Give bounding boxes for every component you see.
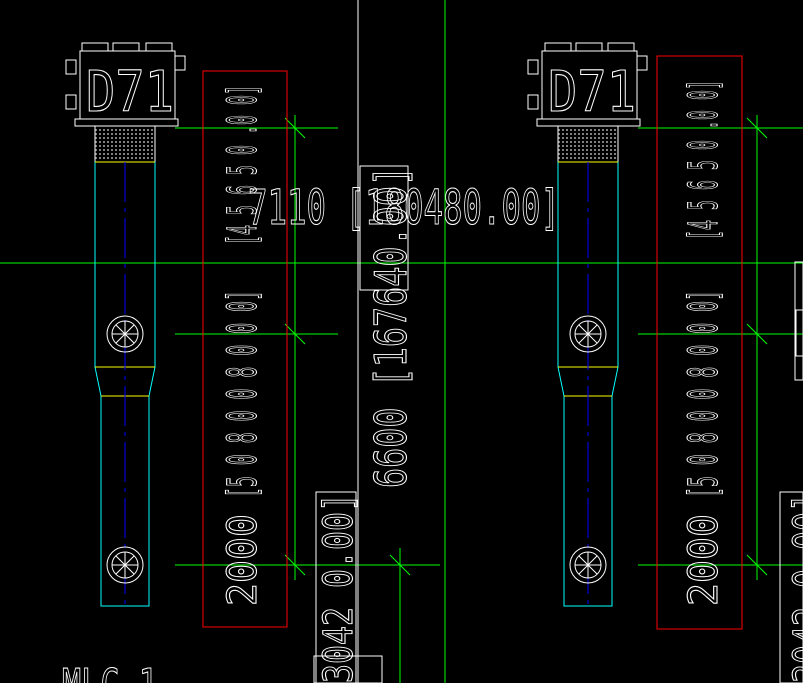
wheel-lower-left [106, 546, 144, 584]
threaded-neck-right [557, 125, 619, 163]
wheel-lower-right [569, 546, 607, 584]
column-right-dim-bottom: 2000 [681, 514, 727, 606]
device-tag-right: D71 [548, 60, 636, 125]
dimension-text-lower-left: 3042 0.00] [316, 493, 362, 683]
dimension-text-top-span: 7110 [180480.00] [248, 180, 560, 236]
dimension-frame-right [656, 55, 743, 630]
dimension-frame-left [202, 70, 288, 628]
head-side-lug [65, 94, 77, 110]
dimension-text-middle-vertical: 6600 [167640.00] [366, 166, 417, 488]
column-left[interactable]: D71 [4 5 6 5 0 .0 0] [65, 42, 288, 628]
edge-partial-box-inner [795, 309, 803, 357]
device-head-left[interactable] [65, 42, 186, 127]
column-right-dim-mid: [5 0 8 0 0 8 0 0 0] [681, 290, 727, 498]
wheel-upper-left [106, 315, 144, 353]
drawing-label-bottom-left: MLC-1 [62, 660, 158, 683]
edge-partial-box [794, 261, 803, 381]
head-side-lug [636, 55, 648, 71]
dimension-bracket-lower [315, 491, 357, 683]
dimension-text-right-edge: 3042 0.00] [786, 493, 803, 683]
dim-tick [284, 117, 306, 139]
device-tag-left: D71 [86, 60, 174, 125]
edge-partial-bracket [779, 491, 803, 683]
head-side-lug [174, 55, 186, 71]
column-right-dim-top: [4 5 6 5 0 .0 0] [681, 80, 727, 240]
dim-tick [746, 554, 768, 576]
head-side-lug [527, 94, 539, 110]
dim-tick [284, 323, 306, 345]
dim-tick [746, 117, 768, 139]
head-side-lug [527, 59, 539, 75]
column-left-dim-top: [4 5 6 5 0 .0 0] [220, 85, 266, 245]
dim-tick [389, 554, 411, 576]
wheel-upper-right [569, 315, 607, 353]
column-shaft-left [94, 161, 156, 607]
column-right[interactable]: D71 [4 5 6 5 0 .0 0] [5 0 8 0 0 8 0 0 [527, 42, 743, 630]
column-left-dim-mid: [5 0 8 0 0 8 0 0 0] [220, 290, 266, 498]
dim-tick [284, 554, 306, 576]
lower-label-box [313, 655, 383, 683]
column-left-dim-bottom: 2000 [220, 514, 266, 606]
head-side-lug [65, 59, 77, 75]
dim-tick [746, 323, 768, 345]
column-shaft-right [557, 161, 619, 607]
dimension-bracket [359, 165, 409, 291]
